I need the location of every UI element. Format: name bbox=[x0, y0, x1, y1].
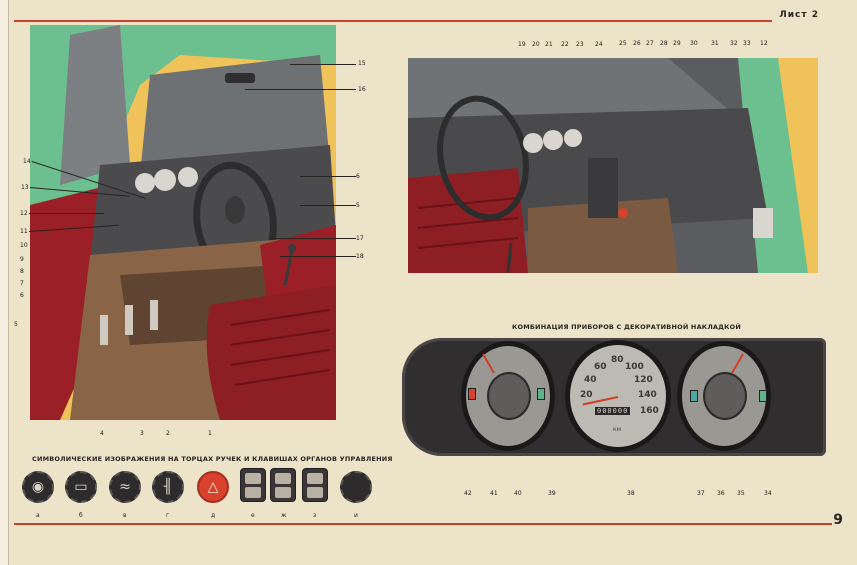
callout-label: 26 bbox=[633, 40, 641, 47]
callout-label: 28 bbox=[660, 40, 668, 47]
callout-label: 31 bbox=[711, 40, 719, 47]
callout-label: 32 bbox=[730, 40, 738, 47]
leader-line bbox=[29, 213, 104, 214]
choke-symbol-icon: ╢ bbox=[152, 471, 184, 503]
callout-label: 7 bbox=[20, 280, 24, 287]
speed-scale-label: 60 bbox=[594, 362, 607, 372]
leader-line bbox=[300, 205, 356, 206]
callout-label: 39 bbox=[548, 490, 556, 497]
indicator-lamp-green bbox=[759, 390, 767, 402]
callout-label: 21 bbox=[545, 41, 553, 48]
symbol-label: и bbox=[354, 512, 358, 519]
callout-label: 1 bbox=[208, 430, 212, 437]
callout-label: 17 bbox=[356, 235, 364, 242]
callout-label: 29 bbox=[673, 40, 681, 47]
symbol-label: е bbox=[251, 512, 255, 519]
callout-label: 15 bbox=[358, 60, 366, 67]
leader-line bbox=[300, 176, 356, 177]
key-switch-rear-defrost-icon bbox=[240, 468, 266, 502]
interior-right-drawing bbox=[408, 58, 818, 273]
callout-label: 24 bbox=[595, 41, 603, 48]
warning-lamp-green bbox=[537, 388, 545, 400]
interior-illustration-left bbox=[30, 25, 336, 420]
indicator-lamp-teal bbox=[690, 390, 698, 402]
speed-scale-label: 160 bbox=[640, 406, 659, 416]
callout-label: 36 bbox=[717, 490, 725, 497]
callout-label: 14 bbox=[23, 158, 31, 165]
callout-label: 22 bbox=[561, 41, 569, 48]
callout-label: 6 bbox=[356, 173, 360, 180]
callout-label: 5 bbox=[14, 321, 18, 328]
callout-label: 11 bbox=[20, 228, 28, 235]
callout-label: 3 bbox=[140, 430, 144, 437]
symbol-label: г bbox=[166, 512, 170, 519]
callout-label: 30 bbox=[690, 40, 698, 47]
leader-line bbox=[245, 89, 356, 90]
symbol-label: в bbox=[123, 512, 127, 519]
callout-label: 38 bbox=[627, 490, 635, 497]
callout-label: 20 bbox=[532, 41, 540, 48]
callout-label: 27 bbox=[646, 40, 654, 47]
sheet-label: Лист 2 bbox=[779, 10, 819, 20]
interior-left-drawing bbox=[30, 25, 336, 420]
callout-label: 9 bbox=[20, 256, 24, 263]
speed-unit: км bbox=[613, 426, 622, 433]
speedometer bbox=[565, 340, 671, 452]
callout-label: 10 bbox=[20, 242, 28, 249]
callout-label: 16 bbox=[358, 86, 366, 93]
symbol-label: д bbox=[211, 512, 216, 519]
callout-label: 37 bbox=[697, 490, 705, 497]
callout-label: 12 bbox=[20, 210, 28, 217]
top-rule bbox=[14, 20, 772, 22]
callout-label: 42 bbox=[464, 490, 472, 497]
fuel-temp-gauge-center bbox=[487, 372, 531, 420]
callout-label: 5 bbox=[356, 202, 360, 209]
callout-label: 40 bbox=[514, 490, 522, 497]
callout-label: 19 bbox=[518, 41, 526, 48]
heater-symbol-icon: ≈ bbox=[109, 471, 141, 503]
callout-label: 25 bbox=[619, 40, 627, 47]
speed-scale-label: 140 bbox=[638, 390, 657, 400]
callout-label: 2 bbox=[166, 430, 170, 437]
speed-scale-label: 20 bbox=[580, 390, 593, 400]
callout-label: 41 bbox=[490, 490, 498, 497]
callout-label: 33 bbox=[743, 40, 751, 47]
symbol-label: з bbox=[313, 512, 317, 519]
callout-label: 12 bbox=[760, 40, 768, 47]
callout-label: 18 bbox=[356, 253, 364, 260]
warning-lamp-red bbox=[468, 388, 476, 400]
cluster-title: КОМБИНАЦИЯ ПРИБОРОВ С ДЕКОРАТИВНОЙ НАКЛА… bbox=[512, 323, 742, 331]
blank-cap-icon bbox=[340, 471, 372, 503]
leader-line bbox=[290, 64, 356, 65]
odometer: 000000 bbox=[595, 407, 631, 415]
callout-label: 13 bbox=[21, 184, 29, 191]
interior-illustration-right bbox=[408, 58, 818, 273]
leader-line bbox=[280, 256, 356, 257]
bottom-rule bbox=[14, 523, 832, 525]
symbol-label: б bbox=[79, 512, 83, 519]
callout-label: 6 bbox=[20, 292, 24, 299]
key-switch-fog-light-icon bbox=[302, 468, 328, 502]
callout-label: 4 bbox=[100, 430, 104, 437]
callout-label: 35 bbox=[737, 490, 745, 497]
speed-scale-label: 100 bbox=[625, 362, 644, 372]
oil-temp-gauge-center bbox=[703, 372, 747, 420]
callout-label: 34 bbox=[764, 490, 772, 497]
page-binding-edge bbox=[0, 0, 9, 565]
page-number: 9 bbox=[833, 512, 843, 528]
callout-label: 23 bbox=[576, 41, 584, 48]
symbol-label: а bbox=[36, 512, 40, 519]
symbols-title: СИМВОЛИЧЕСКИЕ ИЗОБРАЖЕНИЯ НА ТОРЦАХ РУЧЕ… bbox=[32, 455, 393, 463]
speed-scale-label: 120 bbox=[634, 375, 653, 385]
wiper-symbol-icon: ◉ bbox=[22, 471, 54, 503]
speed-scale-label: 80 bbox=[611, 355, 624, 365]
symbol-label: ж bbox=[281, 512, 287, 519]
callout-label: 8 bbox=[20, 268, 24, 275]
light-switch-symbol-icon: ▭ bbox=[65, 471, 97, 503]
key-switch-fan-icon bbox=[270, 468, 296, 502]
leader-line bbox=[270, 238, 356, 239]
hazard-warning-icon: △ bbox=[197, 471, 229, 503]
speed-scale-label: 40 bbox=[584, 375, 597, 385]
